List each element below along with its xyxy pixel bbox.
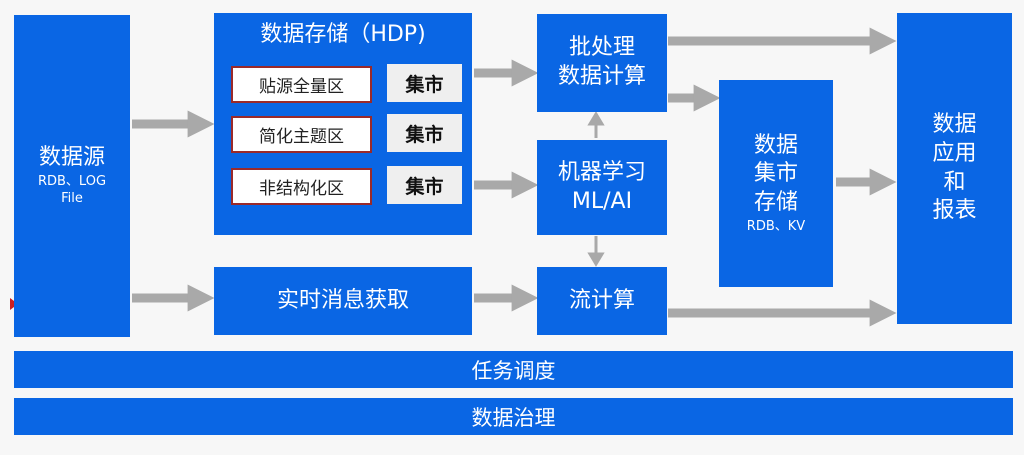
task-scheduling-bar: 任务调度 xyxy=(14,351,1013,388)
batch-line1: 批处理 xyxy=(568,35,635,61)
app-line1: 数据 xyxy=(932,112,977,138)
data-source-sub1: RDB、LOG xyxy=(37,173,107,189)
app-line3: 和 xyxy=(943,169,966,195)
data-source-sub2: File xyxy=(61,191,83,207)
mart-line3: 存储 xyxy=(753,190,798,216)
mart-line1: 数据 xyxy=(753,132,798,158)
realtime-ingest-block: 实时消息获取 xyxy=(214,267,472,335)
data-source-title: 数据源 xyxy=(38,145,105,171)
zone-unstructured: 非结构化区 xyxy=(231,168,372,205)
zone-subject-market: 集市 xyxy=(387,114,462,152)
data-mart-block: 数据 集市 存储 RDB、KV xyxy=(719,80,833,287)
zone-unstructured-market: 集市 xyxy=(387,166,462,204)
batch-line2: 数据计算 xyxy=(557,64,646,89)
ml-line1: 机器学习 xyxy=(557,159,646,185)
batch-compute-block: 批处理 数据计算 xyxy=(537,14,667,112)
mart-sub: RDB、KV xyxy=(746,218,806,234)
ml-block: 机器学习 ML/AI xyxy=(537,140,667,235)
mart-line2: 集市 xyxy=(753,161,798,187)
app-line4: 报表 xyxy=(932,198,977,224)
stream-compute-block: 流计算 xyxy=(537,267,667,335)
data-governance-bar: 数据治理 xyxy=(14,398,1013,435)
data-source-block: 数据源 RDB、LOG File xyxy=(14,15,130,337)
data-storage-title: 数据存储（HDP) xyxy=(260,22,426,47)
data-app-block: 数据 应用 和 报表 xyxy=(897,13,1012,324)
zone-raw-market: 集市 xyxy=(387,64,462,102)
zone-raw: 贴源全量区 xyxy=(231,66,372,103)
app-line2: 应用 xyxy=(932,140,977,166)
ml-line2: ML/AI xyxy=(571,188,633,214)
zone-subject: 简化主题区 xyxy=(231,116,372,153)
